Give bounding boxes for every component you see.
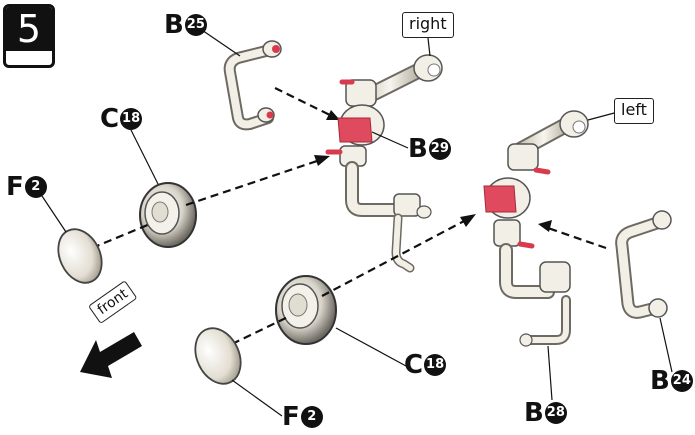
label-b28-number: 28 xyxy=(544,402,567,424)
part-c18-top-wheel xyxy=(139,182,197,248)
label-b28-letter: B xyxy=(524,398,544,428)
label-b29-letter: B xyxy=(408,134,428,164)
arrow-wheel-to-left-axle xyxy=(321,214,476,297)
right-leader-line xyxy=(427,37,431,57)
arrow-f2-to-wheel-bottom xyxy=(231,315,291,345)
b29-leader-line xyxy=(371,131,409,149)
label-b29-number: 29 xyxy=(428,138,451,160)
label-c18-bottom-letter: C xyxy=(404,350,424,380)
part-b25-handle xyxy=(223,40,282,131)
b28-leader-line xyxy=(547,345,553,401)
left-callout: left xyxy=(614,98,654,124)
front-direction-arrow xyxy=(80,332,142,378)
label-b24-number: 24 xyxy=(670,370,693,392)
label-b24-letter: B xyxy=(650,366,670,396)
part-right-axle-assembly xyxy=(325,54,443,273)
part-left-axle-assembly xyxy=(483,110,589,347)
part-f2-bottom-cap xyxy=(194,327,242,385)
f2-bottom-leader-line xyxy=(231,379,283,417)
label-b25-number: 25 xyxy=(184,14,207,36)
f2-top-leader-line xyxy=(41,195,67,233)
label-c18-bottom-number: 18 xyxy=(424,354,447,376)
part-f2-top-cap xyxy=(57,228,103,284)
right-callout: right xyxy=(402,12,454,38)
label-f2-top-number: 2 xyxy=(24,176,47,198)
step-number: 5 xyxy=(6,7,52,51)
label-f2-bottom-letter: F xyxy=(282,402,300,432)
label-c18-top-number: 18 xyxy=(120,108,143,130)
step-number-badge: 5 xyxy=(3,4,55,68)
arrow-wheel-to-right-axle xyxy=(185,155,330,207)
c18-bottom-leader-line xyxy=(335,327,407,367)
label-f2-top-letter: F xyxy=(6,172,24,202)
arrow-b24-to-b28 xyxy=(538,220,607,250)
c18-top-leader-line xyxy=(129,127,159,185)
arrow-f2-to-wheel-top xyxy=(91,222,151,250)
b24-leader-line xyxy=(659,317,673,373)
part-b24-handle xyxy=(615,210,672,319)
label-b25-letter: B xyxy=(164,10,184,40)
label-f2-bottom-number: 2 xyxy=(300,406,323,428)
label-c18-top-letter: C xyxy=(100,104,120,134)
arrow-b25-to-b29 xyxy=(274,87,340,120)
part-c18-bottom-wheel xyxy=(275,275,337,345)
left-leader-line xyxy=(587,111,619,121)
